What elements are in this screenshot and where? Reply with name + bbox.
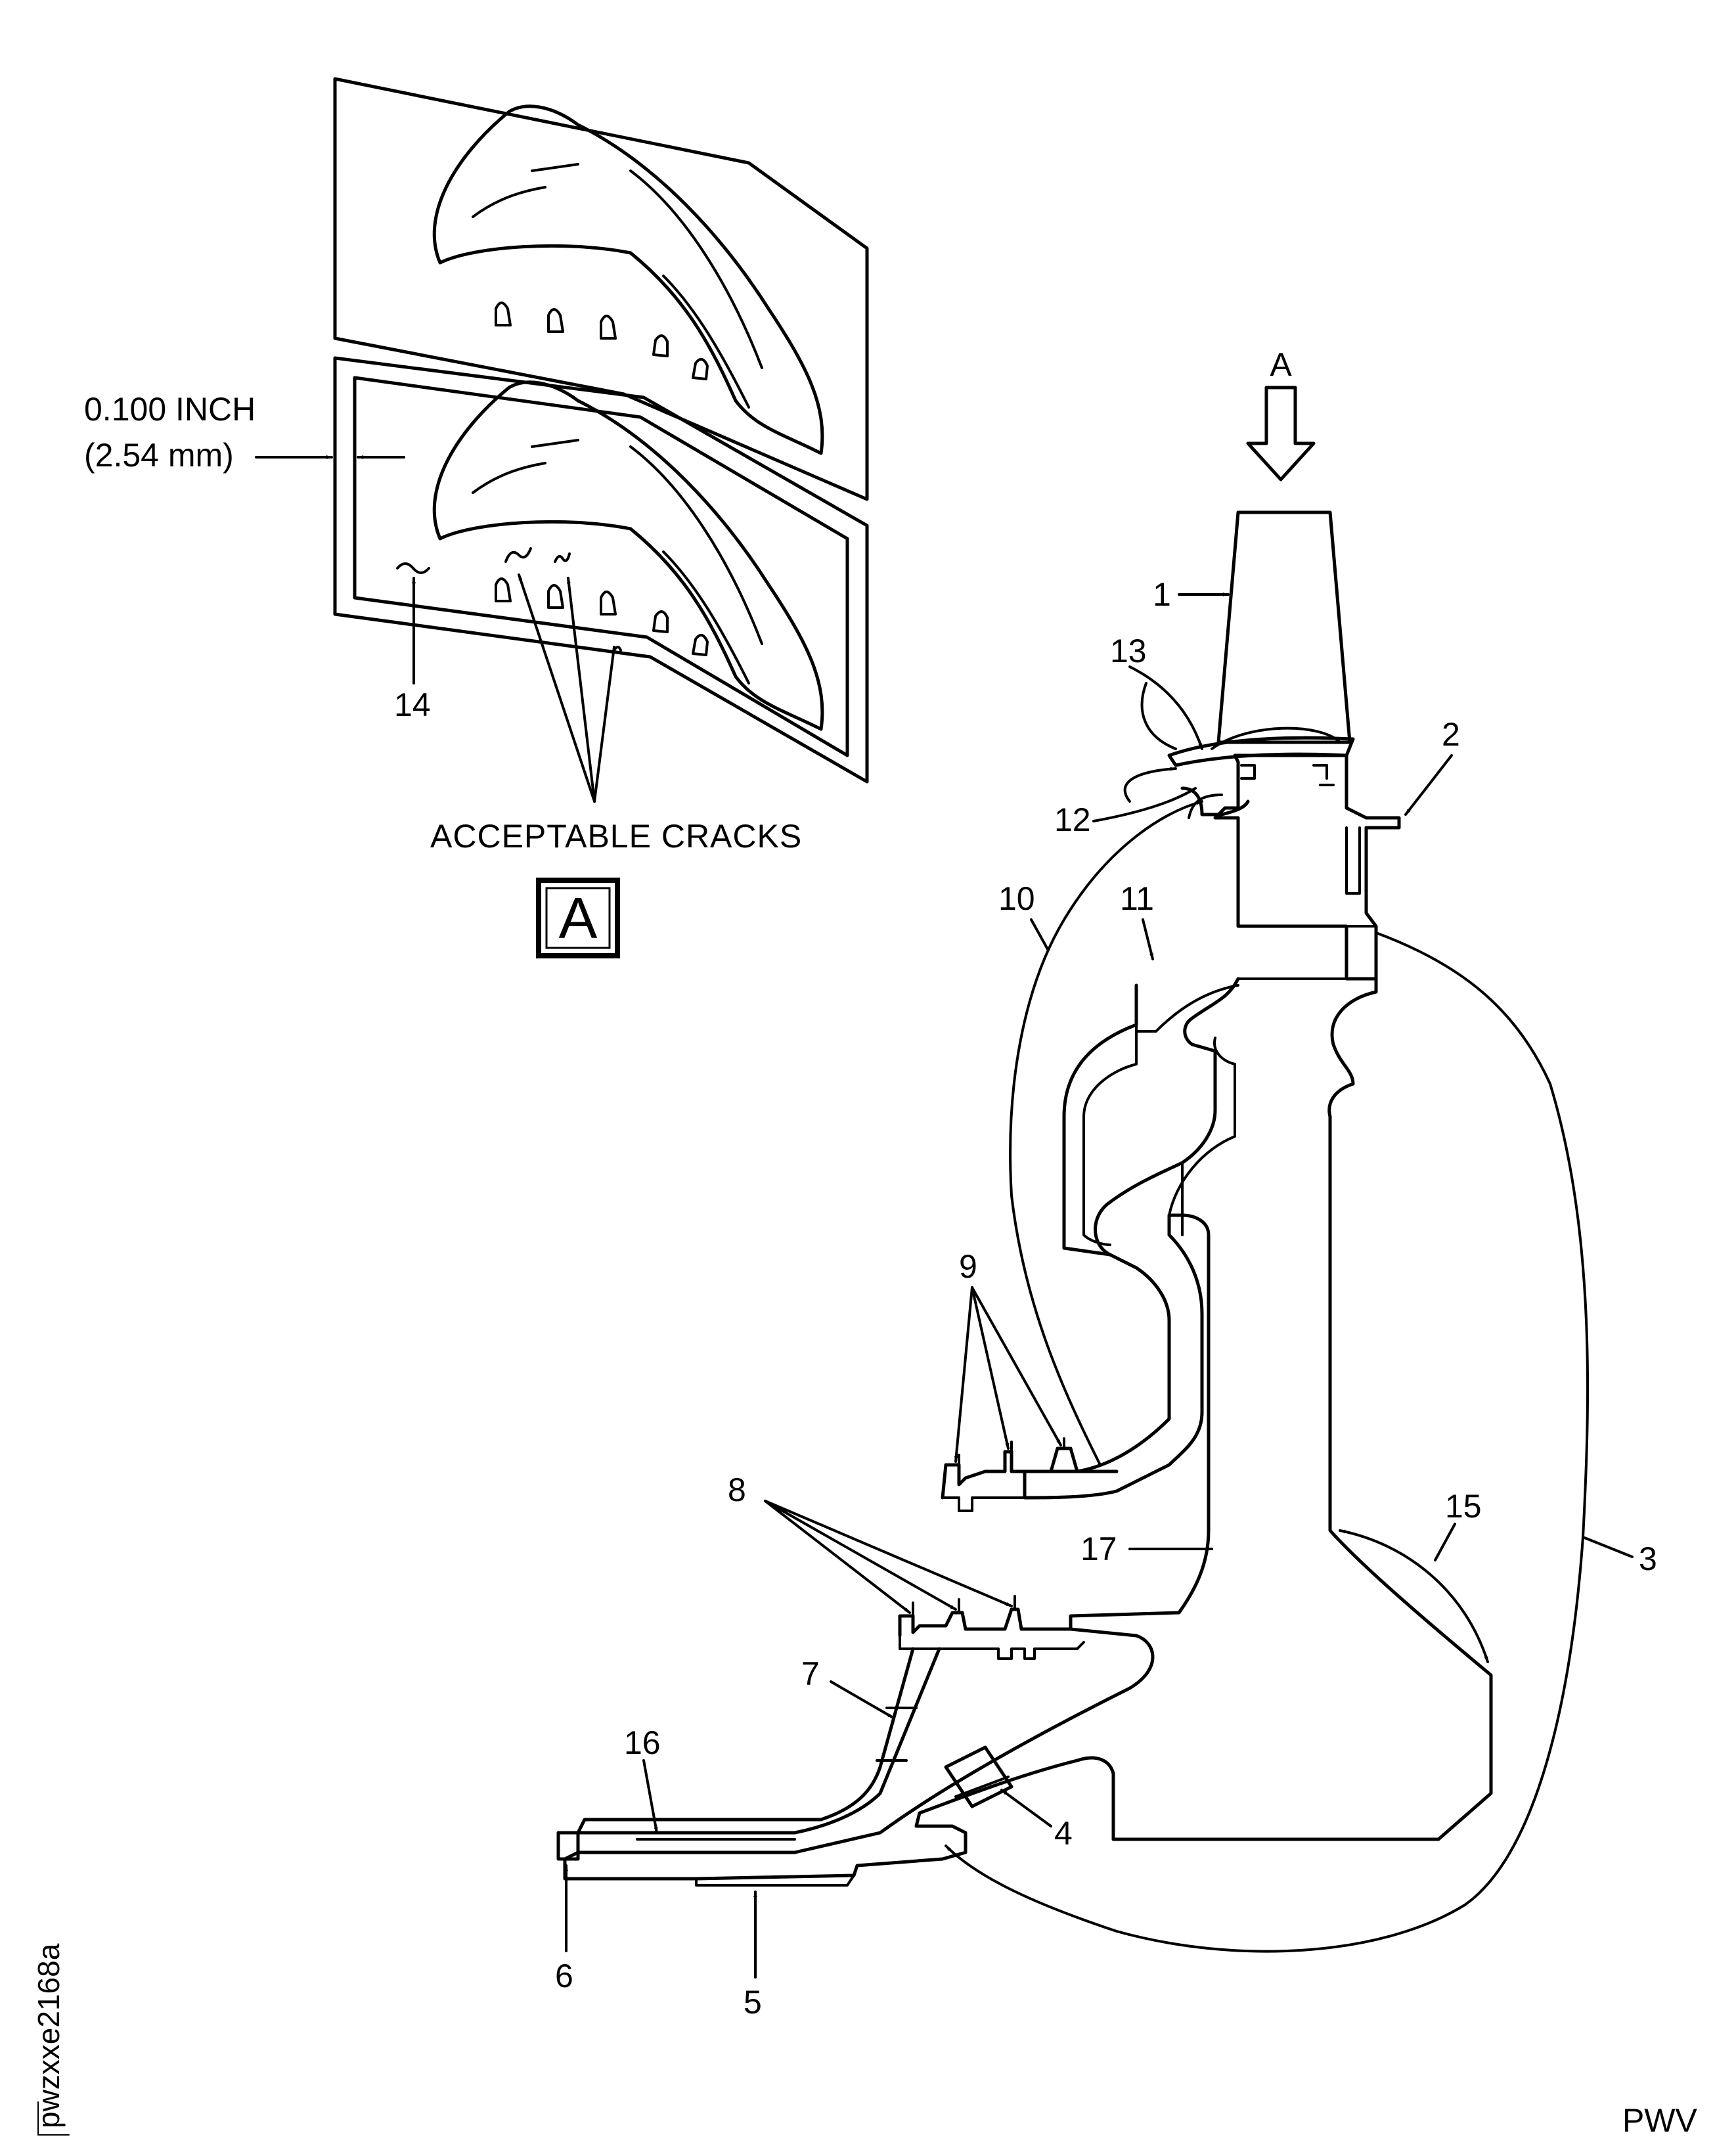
callout-14: 14 — [394, 577, 431, 723]
svg-text:4: 4 — [1054, 1815, 1073, 1852]
callout-15: 15 — [1339, 1488, 1489, 1663]
detail-a-blade-views — [333, 77, 869, 784]
cooling-holes-bottom — [495, 577, 709, 656]
acceptable-cracks-leaders: ACCEPTABLE CRACKS — [430, 573, 802, 855]
callout-7: 7 — [801, 1655, 895, 1719]
callout-10: 10 — [998, 800, 1203, 1466]
callout-13: 13 — [1110, 633, 1203, 750]
callout-2: 2 — [1404, 716, 1460, 816]
callout-16: 16 — [624, 1724, 661, 1834]
disk-web — [563, 977, 1493, 1881]
acceptable-cracks-label: ACCEPTABLE CRACKS — [430, 818, 802, 855]
svg-text:9: 9 — [959, 1248, 977, 1285]
crack-marks — [396, 547, 622, 652]
svg-text:5: 5 — [744, 1984, 762, 2021]
dimension-mm: (2.54 mm) — [84, 437, 234, 474]
svg-text:13: 13 — [1110, 633, 1147, 669]
figure-code: pwzxxe2168a — [32, 1943, 70, 2136]
dimension-inch: 0.100 INCH — [84, 391, 256, 428]
callouts: 1 2 3 4 5 6 7 — [555, 576, 1657, 2021]
svg-text:12: 12 — [1054, 801, 1091, 838]
svg-text:6: 6 — [555, 1958, 573, 1994]
callout-17: 17 — [1080, 1531, 1213, 1567]
svg-text:pwzxxe2168a: pwzxxe2168a — [32, 1943, 66, 2128]
svg-text:15: 15 — [1445, 1488, 1482, 1525]
svg-text:10: 10 — [998, 880, 1035, 917]
callout-3: 3 — [945, 931, 1657, 1953]
svg-text:11: 11 — [1120, 880, 1154, 917]
disk-cross-section — [556, 510, 1493, 1887]
side-plate — [1062, 983, 1138, 1257]
bore-flange — [556, 1831, 580, 1861]
callout-4: 4 — [1000, 1789, 1073, 1852]
callout-9: 9 — [954, 1248, 1062, 1463]
detail-bottom-panel-inner — [353, 376, 849, 757]
svg-text:16: 16 — [624, 1724, 661, 1761]
seal-ring-lower — [898, 1607, 1073, 1638]
svg-text:17: 17 — [1080, 1531, 1117, 1567]
detail-bottom-panel-outer — [333, 356, 869, 784]
svg-text:7: 7 — [801, 1655, 820, 1692]
seal-ring-upper — [941, 1446, 1119, 1500]
svg-text:A: A — [559, 885, 598, 951]
detail-top-airfoil — [432, 104, 824, 455]
detail-a-box: A — [536, 878, 620, 958]
callout-1: 1 — [1153, 576, 1230, 613]
svg-text:8: 8 — [728, 1471, 746, 1508]
callout-8: 8 — [728, 1471, 1013, 1614]
blade-airfoil — [1216, 510, 1352, 744]
svg-text:14: 14 — [394, 686, 431, 723]
callout-12: 12 — [1054, 767, 1197, 838]
detail-bottom-airfoil — [432, 380, 824, 731]
svg-text:A: A — [1270, 346, 1292, 383]
cooling-holes-top — [495, 302, 709, 380]
callout-11: 11 — [1120, 880, 1154, 960]
svg-text:3: 3 — [1639, 1540, 1657, 1577]
disk-rim — [1213, 753, 1401, 981]
view-arrow-a: A — [1246, 346, 1316, 482]
callout-6: 6 — [555, 1864, 573, 1994]
svg-text:2: 2 — [1442, 716, 1460, 753]
dimension-indicator: 0.100 INCH (2.54 mm) — [84, 391, 405, 474]
detail-top-panel — [333, 77, 869, 501]
engine-code: PWV — [1622, 2102, 1698, 2139]
callout-5: 5 — [744, 1891, 762, 2021]
svg-text:1: 1 — [1153, 576, 1171, 613]
